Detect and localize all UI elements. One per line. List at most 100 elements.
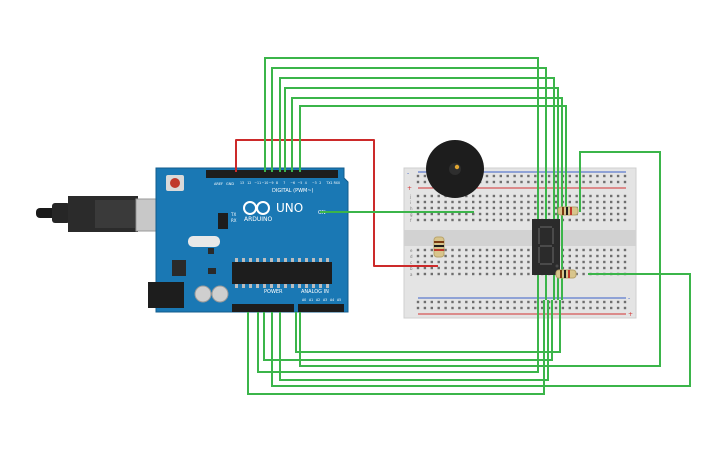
- breadboard-hole[interactable]: [623, 306, 627, 310]
- breadboard-hole[interactable]: [492, 306, 496, 310]
- breadboard-hole[interactable]: [444, 260, 447, 264]
- breadboard-hole[interactable]: [499, 174, 502, 178]
- breadboard-hole[interactable]: [437, 206, 440, 210]
- breadboard-hole[interactable]: [610, 174, 613, 178]
- breadboard-hole[interactable]: [513, 212, 516, 216]
- resistor[interactable]: [555, 269, 577, 279]
- breadboard-hole[interactable]: [561, 306, 565, 310]
- breadboard-hole[interactable]: [499, 300, 502, 304]
- breadboard-hole[interactable]: [465, 306, 468, 310]
- breadboard-hole[interactable]: [416, 266, 420, 270]
- breadboard-hole[interactable]: [430, 306, 433, 310]
- breadboard-hole[interactable]: [547, 300, 551, 304]
- breadboard-hole[interactable]: [582, 254, 585, 258]
- breadboard-hole[interactable]: [575, 248, 578, 252]
- breadboard-hole[interactable]: [623, 174, 627, 178]
- breadboard-hole[interactable]: [437, 212, 440, 216]
- breadboard-hole[interactable]: [575, 218, 578, 222]
- breadboard-hole[interactable]: [499, 272, 502, 276]
- breadboard-hole[interactable]: [568, 266, 571, 270]
- breadboard-hole[interactable]: [527, 218, 530, 222]
- breadboard-hole[interactable]: [582, 300, 585, 304]
- breadboard-hole[interactable]: [596, 306, 599, 310]
- breadboard-hole[interactable]: [485, 248, 489, 252]
- breadboard-hole[interactable]: [554, 180, 558, 184]
- breadboard-hole[interactable]: [582, 218, 585, 222]
- breadboard-hole[interactable]: [478, 248, 482, 252]
- breadboard-hole[interactable]: [492, 254, 496, 258]
- breadboard-hole[interactable]: [485, 174, 489, 178]
- breadboard-hole[interactable]: [451, 218, 454, 222]
- breadboard-hole[interactable]: [506, 260, 509, 264]
- breadboard-hole[interactable]: [589, 266, 592, 270]
- breadboard-hole[interactable]: [568, 306, 571, 310]
- breadboard-hole[interactable]: [499, 212, 502, 216]
- breadboard-hole[interactable]: [444, 272, 447, 276]
- breadboard-hole[interactable]: [547, 206, 551, 210]
- breadboard-hole[interactable]: [458, 254, 461, 258]
- breadboard-hole[interactable]: [513, 266, 516, 270]
- breadboard-hole[interactable]: [485, 200, 489, 204]
- breadboard-hole[interactable]: [499, 248, 502, 252]
- seven-segment-display[interactable]: [532, 219, 560, 275]
- breadboard-hole[interactable]: [610, 300, 613, 304]
- breadboard-hole[interactable]: [520, 254, 523, 258]
- breadboard-hole[interactable]: [616, 248, 620, 252]
- breadboard-hole[interactable]: [492, 212, 496, 216]
- breadboard-hole[interactable]: [430, 266, 433, 270]
- breadboard-hole[interactable]: [554, 306, 558, 310]
- breadboard-hole[interactable]: [616, 218, 620, 222]
- breadboard-hole[interactable]: [513, 248, 516, 252]
- breadboard-hole[interactable]: [465, 272, 468, 276]
- breadboard-hole[interactable]: [423, 266, 427, 270]
- breadboard-hole[interactable]: [568, 200, 571, 204]
- breadboard-hole[interactable]: [513, 174, 516, 178]
- breadboard-hole[interactable]: [458, 200, 461, 204]
- breadboard-hole[interactable]: [416, 272, 420, 276]
- breadboard-hole[interactable]: [444, 212, 447, 216]
- breadboard-hole[interactable]: [623, 300, 627, 304]
- breadboard-hole[interactable]: [423, 200, 427, 204]
- breadboard-hole[interactable]: [527, 306, 530, 310]
- breadboard-hole[interactable]: [541, 306, 544, 310]
- breadboard-hole[interactable]: [416, 218, 420, 222]
- breadboard-hole[interactable]: [575, 200, 578, 204]
- breadboard-hole[interactable]: [485, 260, 489, 264]
- breadboard-hole[interactable]: [416, 206, 420, 210]
- breadboard-hole[interactable]: [499, 306, 502, 310]
- breadboard-hole[interactable]: [472, 260, 475, 264]
- breadboard-hole[interactable]: [554, 174, 558, 178]
- breadboard-hole[interactable]: [451, 212, 454, 216]
- breadboard-hole[interactable]: [416, 248, 420, 252]
- breadboard-hole[interactable]: [541, 174, 544, 178]
- breadboard-hole[interactable]: [616, 266, 620, 270]
- breadboard-hole[interactable]: [527, 206, 530, 210]
- breadboard-hole[interactable]: [444, 266, 447, 270]
- breadboard-hole[interactable]: [499, 218, 502, 222]
- breadboard-hole[interactable]: [506, 306, 509, 310]
- breadboard-hole[interactable]: [513, 300, 516, 304]
- breadboard-hole[interactable]: [478, 206, 482, 210]
- breadboard-hole[interactable]: [623, 206, 627, 210]
- breadboard-hole[interactable]: [423, 194, 427, 198]
- breadboard-hole[interactable]: [458, 212, 461, 216]
- breadboard-hole[interactable]: [534, 206, 537, 210]
- breadboard-hole[interactable]: [589, 174, 592, 178]
- breadboard-hole[interactable]: [527, 180, 530, 184]
- breadboard-hole[interactable]: [596, 254, 599, 258]
- breadboard-hole[interactable]: [492, 248, 496, 252]
- breadboard-hole[interactable]: [582, 194, 585, 198]
- breadboard-hole[interactable]: [437, 266, 440, 270]
- breadboard-hole[interactable]: [444, 206, 447, 210]
- breadboard-hole[interactable]: [527, 300, 530, 304]
- breadboard-hole[interactable]: [603, 212, 606, 216]
- breadboard-hole[interactable]: [485, 254, 489, 258]
- breadboard-hole[interactable]: [513, 194, 516, 198]
- breadboard-hole[interactable]: [547, 194, 551, 198]
- breadboard-hole[interactable]: [423, 212, 427, 216]
- breadboard-hole[interactable]: [610, 248, 613, 252]
- breadboard-hole[interactable]: [582, 174, 585, 178]
- breadboard-hole[interactable]: [492, 272, 496, 276]
- breadboard-hole[interactable]: [596, 174, 599, 178]
- breadboard-hole[interactable]: [472, 306, 475, 310]
